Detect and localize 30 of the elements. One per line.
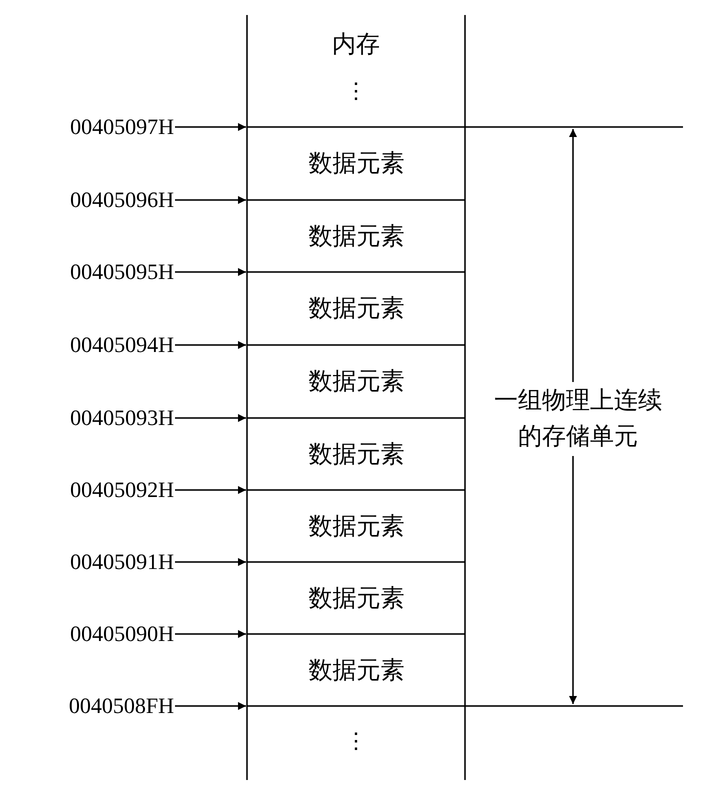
arrow	[175, 268, 246, 276]
address-label: 00405095H	[70, 261, 174, 283]
address-label: 00405094H	[70, 334, 174, 356]
data-element-label: 数据元素	[308, 370, 404, 394]
ellipsis: ⋮	[345, 76, 367, 104]
data-element-label: 数据元素	[308, 442, 404, 466]
arrow	[175, 558, 246, 566]
data-element-label: 数据元素	[308, 224, 404, 248]
arrow	[175, 414, 246, 422]
data-element-label: 数据元素	[308, 514, 404, 538]
address-label: 00405097H	[70, 116, 174, 138]
data-element-label: 数据元素	[308, 152, 404, 176]
address-label: 00405092H	[70, 479, 174, 501]
arrow	[175, 702, 246, 710]
data-element-label: 数据元素	[308, 297, 404, 321]
range-description: 一组物理上连续的存储单元	[493, 387, 663, 452]
data-element-label: 数据元素	[308, 586, 404, 610]
arrow	[175, 196, 246, 204]
address-label: 00405093H	[70, 407, 174, 429]
address-label: 00405090H	[70, 623, 174, 645]
arrow	[175, 341, 246, 349]
address-label: 0040508FH	[68, 695, 174, 717]
data-element-label: 数据元素	[308, 658, 404, 682]
ellipsis: ⋮	[345, 726, 367, 754]
address-label: 00405091H	[70, 551, 174, 573]
arrow	[175, 486, 246, 494]
address-label: 00405096H	[70, 189, 174, 211]
arrow	[175, 630, 246, 638]
column-heading: 内存	[332, 31, 380, 60]
arrow	[175, 123, 246, 131]
